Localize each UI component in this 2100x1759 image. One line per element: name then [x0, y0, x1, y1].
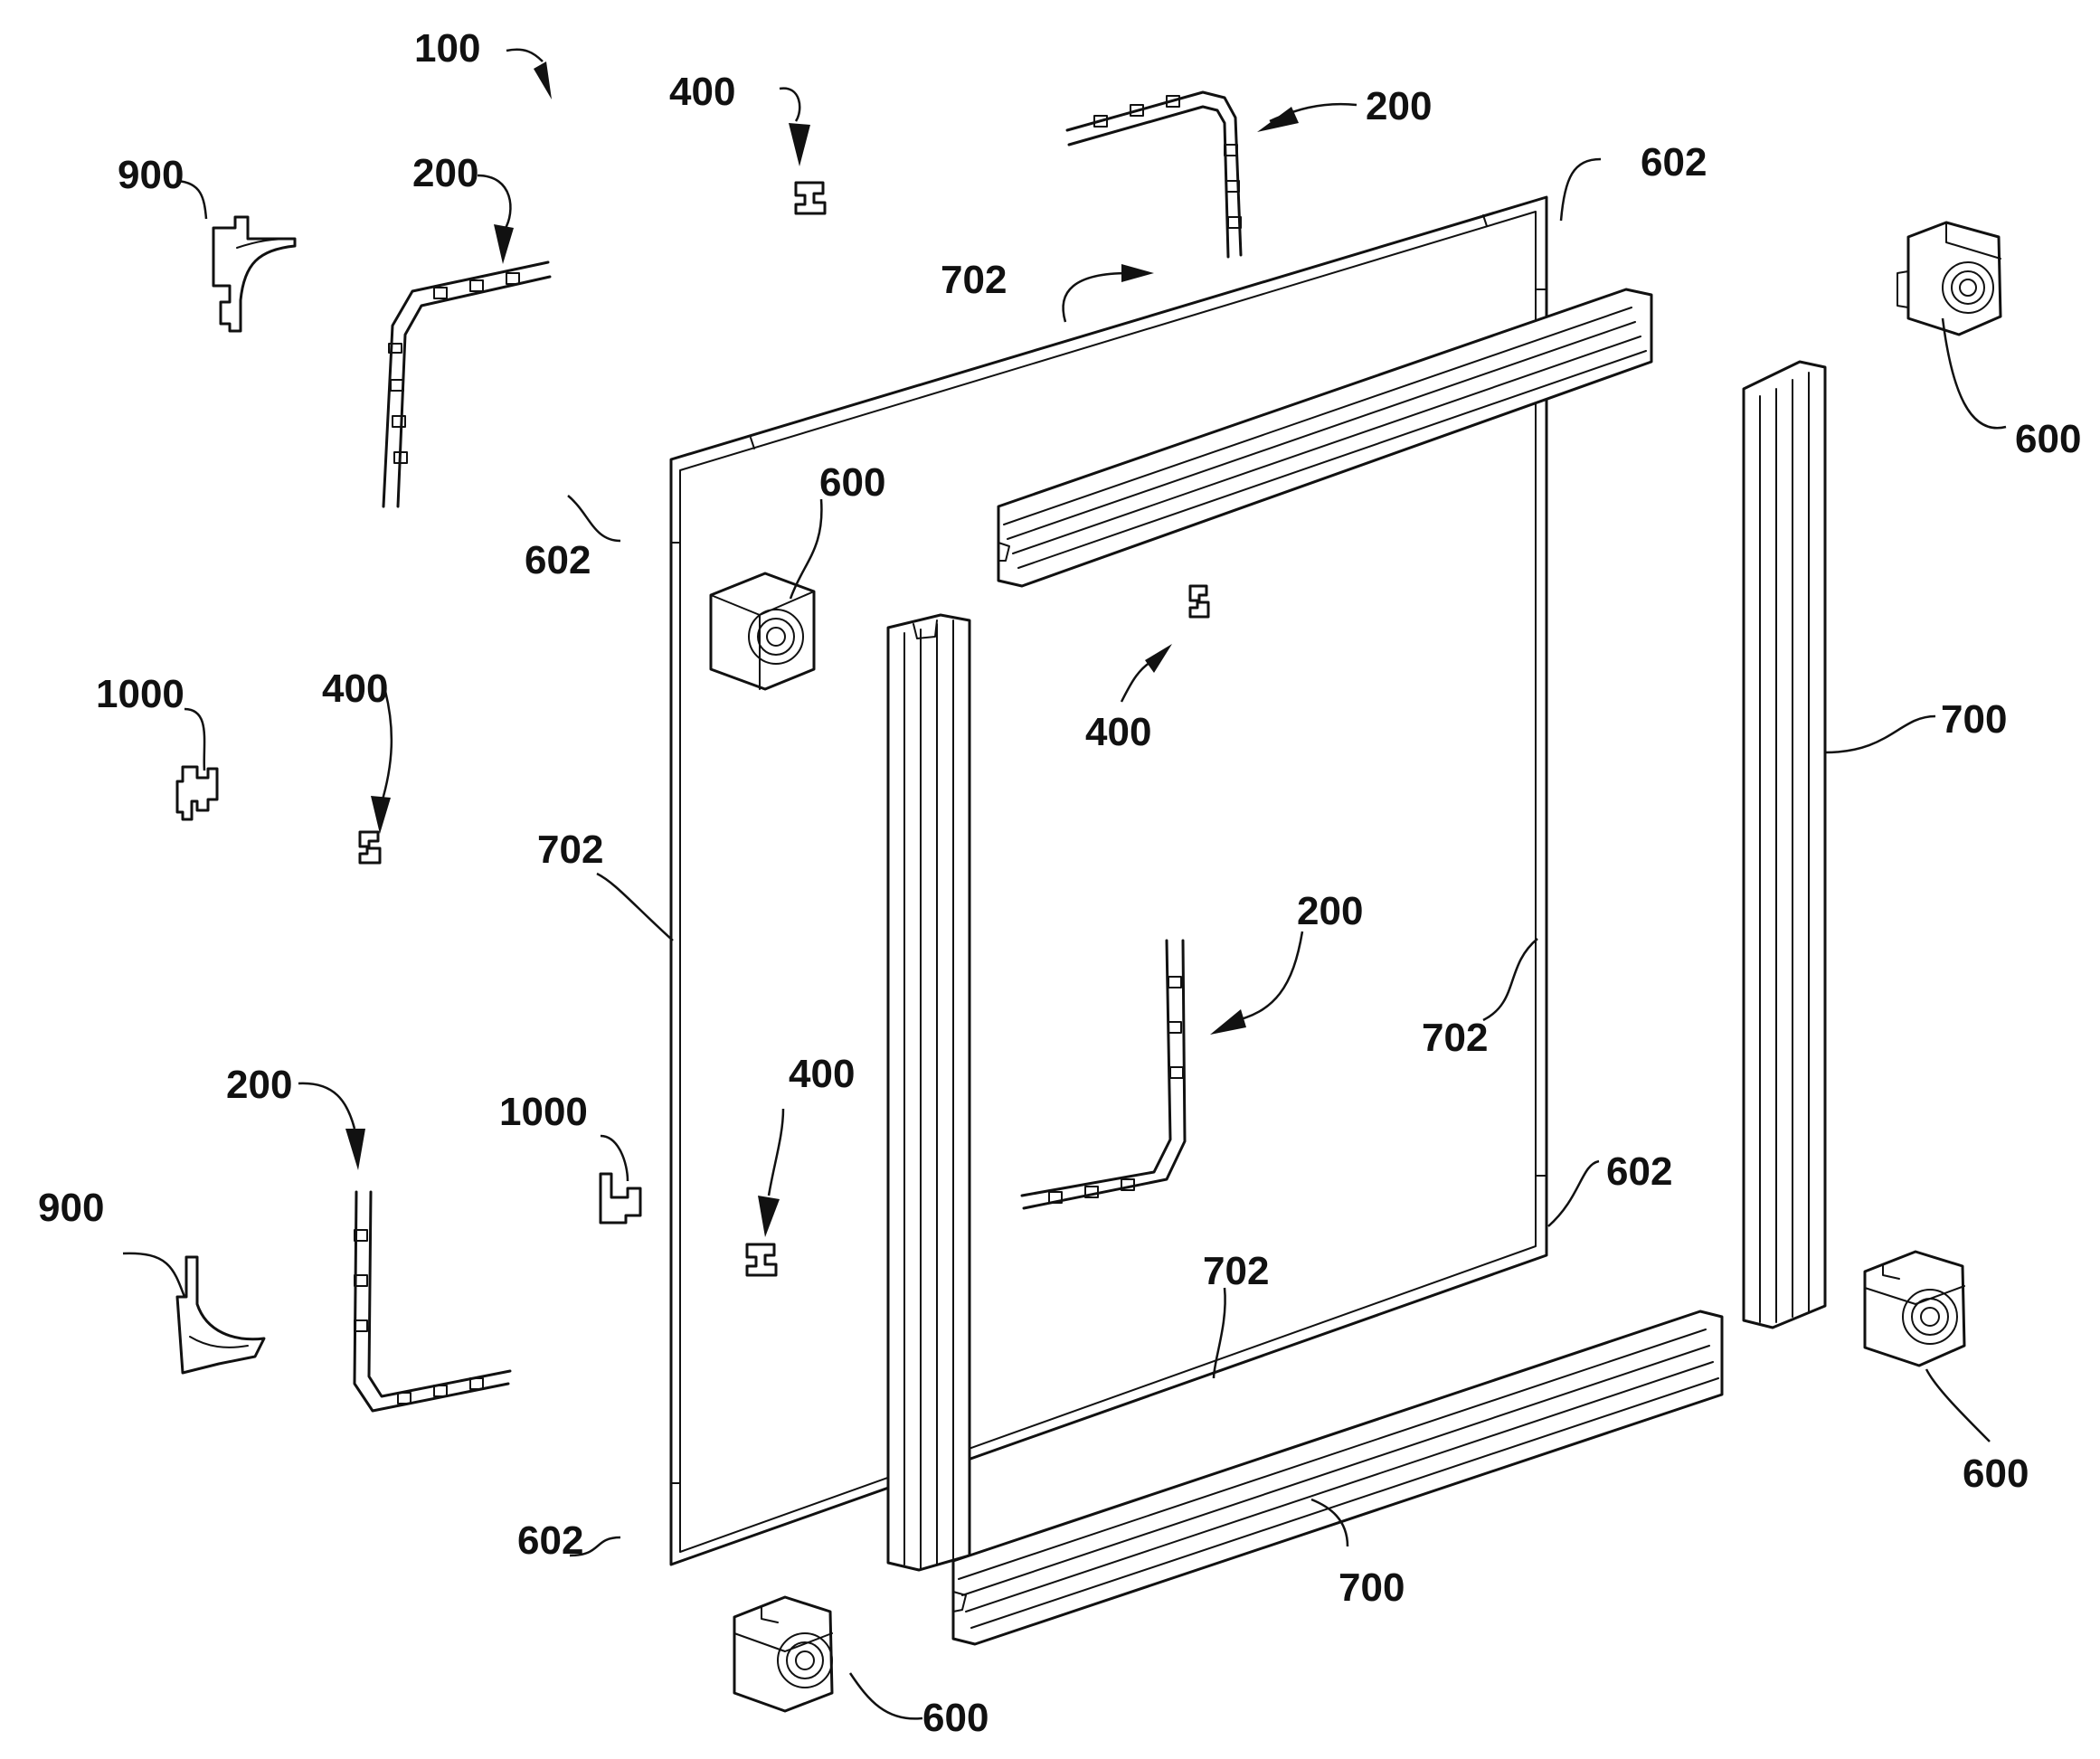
label-400-right: 400 [1085, 710, 1151, 754]
bracket-top [213, 217, 295, 331]
label-702-top: 702 [941, 258, 1007, 302]
label-600-left: 600 [819, 460, 885, 505]
label-702-right: 702 [1422, 1016, 1488, 1060]
label-702-left: 702 [537, 827, 603, 872]
label-602-left: 602 [525, 538, 591, 582]
corner-block-top-right [1897, 222, 2001, 335]
label-700-right: 700 [1941, 697, 2007, 742]
right-rail-body [1744, 362, 1825, 1328]
connector-mid [601, 1174, 640, 1223]
label-602-bottom-right: 602 [1606, 1149, 1672, 1194]
clip-right [1190, 586, 1208, 617]
corner-block-right [1865, 1252, 1964, 1366]
label-200-bottom-left: 200 [226, 1063, 292, 1107]
clip-left [360, 832, 380, 863]
label-602-top-right: 602 [1641, 140, 1707, 184]
label-100: 100 [414, 26, 480, 71]
label-400-top: 400 [669, 70, 735, 114]
label-602-bottom-left: 602 [517, 1518, 583, 1563]
corner-key-top-left [383, 262, 550, 506]
label-200-top-left: 200 [412, 151, 478, 195]
label-400-bottom: 400 [789, 1052, 855, 1096]
label-400-left: 400 [322, 667, 388, 711]
label-600-bottom: 600 [922, 1696, 989, 1740]
clip-top [796, 183, 825, 213]
label-900-top: 900 [118, 153, 184, 197]
corner-key-top-right [1067, 92, 1241, 257]
label-900-bottom: 900 [38, 1186, 104, 1230]
label-1000-left: 1000 [96, 672, 184, 716]
label-600-top-right: 600 [2015, 417, 2081, 461]
left-rail [888, 615, 970, 1570]
bracket-bottom [177, 1257, 264, 1373]
label-1000-mid: 1000 [499, 1090, 588, 1134]
label-702-bottom: 702 [1203, 1249, 1269, 1293]
label-600-right: 600 [1963, 1452, 2029, 1496]
connector-left [177, 767, 217, 819]
corner-key-bottom-left [355, 1192, 510, 1411]
right-rail [1744, 362, 1825, 1328]
left-rail-body [888, 615, 970, 1570]
corner-block-bottom [734, 1597, 832, 1711]
label-700-bottom: 700 [1339, 1565, 1405, 1610]
label-200-top-right: 200 [1366, 84, 1432, 128]
corner-block-left [711, 573, 814, 689]
label-200-center: 200 [1297, 889, 1363, 933]
